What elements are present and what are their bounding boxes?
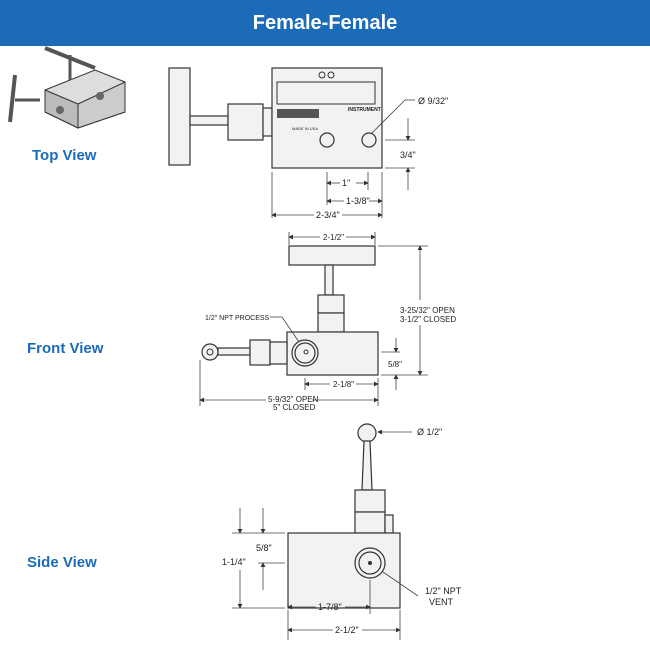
dim-ball-diameter: Ø 1/2" bbox=[417, 427, 442, 437]
dim-height: 3/4" bbox=[400, 150, 416, 160]
top-view-label: Top View bbox=[32, 147, 97, 164]
made-in-mark: MADE IN USA bbox=[292, 126, 318, 131]
side-view-label: Side View bbox=[27, 554, 97, 571]
dim-height-open: 3-25/32" OPEN bbox=[400, 306, 455, 315]
dim-port-offset: 1-7/8" bbox=[318, 602, 342, 612]
dim-width: 2-1/2" bbox=[335, 625, 359, 635]
dim-height-closed: 3-1/2" CLOSED bbox=[400, 315, 456, 324]
vent-callout-line2: VENT bbox=[429, 597, 454, 607]
dim-hole-diameter: Ø 9/32" bbox=[418, 96, 448, 106]
dim-port-offset: 2-1/8" bbox=[333, 380, 354, 389]
top-view-drawing: MADE IN USA INSTRUMENT Ø 9/32" 3/4" 1" 1… bbox=[168, 67, 448, 220]
dim-height: 1-1/4" bbox=[222, 557, 246, 567]
instrument-mark: INSTRUMENT bbox=[348, 107, 381, 113]
front-view-drawing: 2-1/2" 3-25/32" OPEN 3-1/2" CLOSED 5/8" … bbox=[199, 232, 456, 412]
dim-length-open: 5-9/32" OPEN bbox=[268, 395, 319, 404]
dim-offset: 1-3/8" bbox=[346, 196, 370, 206]
title-banner: Female-Female bbox=[0, 0, 650, 46]
dim-port-height: 5/8" bbox=[256, 543, 272, 553]
side-view-drawing: Ø 1/2" 1-1/4" 5/8" 1/2" NPT VENT 1-7/8" … bbox=[222, 423, 462, 640]
process-port-callout: 1/2" NPT PROCESS bbox=[205, 315, 270, 322]
dim-length-closed: 5" CLOSED bbox=[273, 403, 316, 412]
valve-isometric-image bbox=[8, 46, 126, 129]
dim-spacing: 1" bbox=[342, 178, 350, 188]
dim-width: 2-3/4" bbox=[316, 210, 340, 220]
page-title: Female-Female bbox=[252, 11, 398, 34]
dim-port-height: 5/8" bbox=[388, 360, 402, 369]
vent-callout-line1: 1/2" NPT bbox=[425, 586, 462, 596]
front-view-label: Front View bbox=[27, 340, 104, 357]
dim-handle: 2-1/2" bbox=[323, 233, 344, 242]
